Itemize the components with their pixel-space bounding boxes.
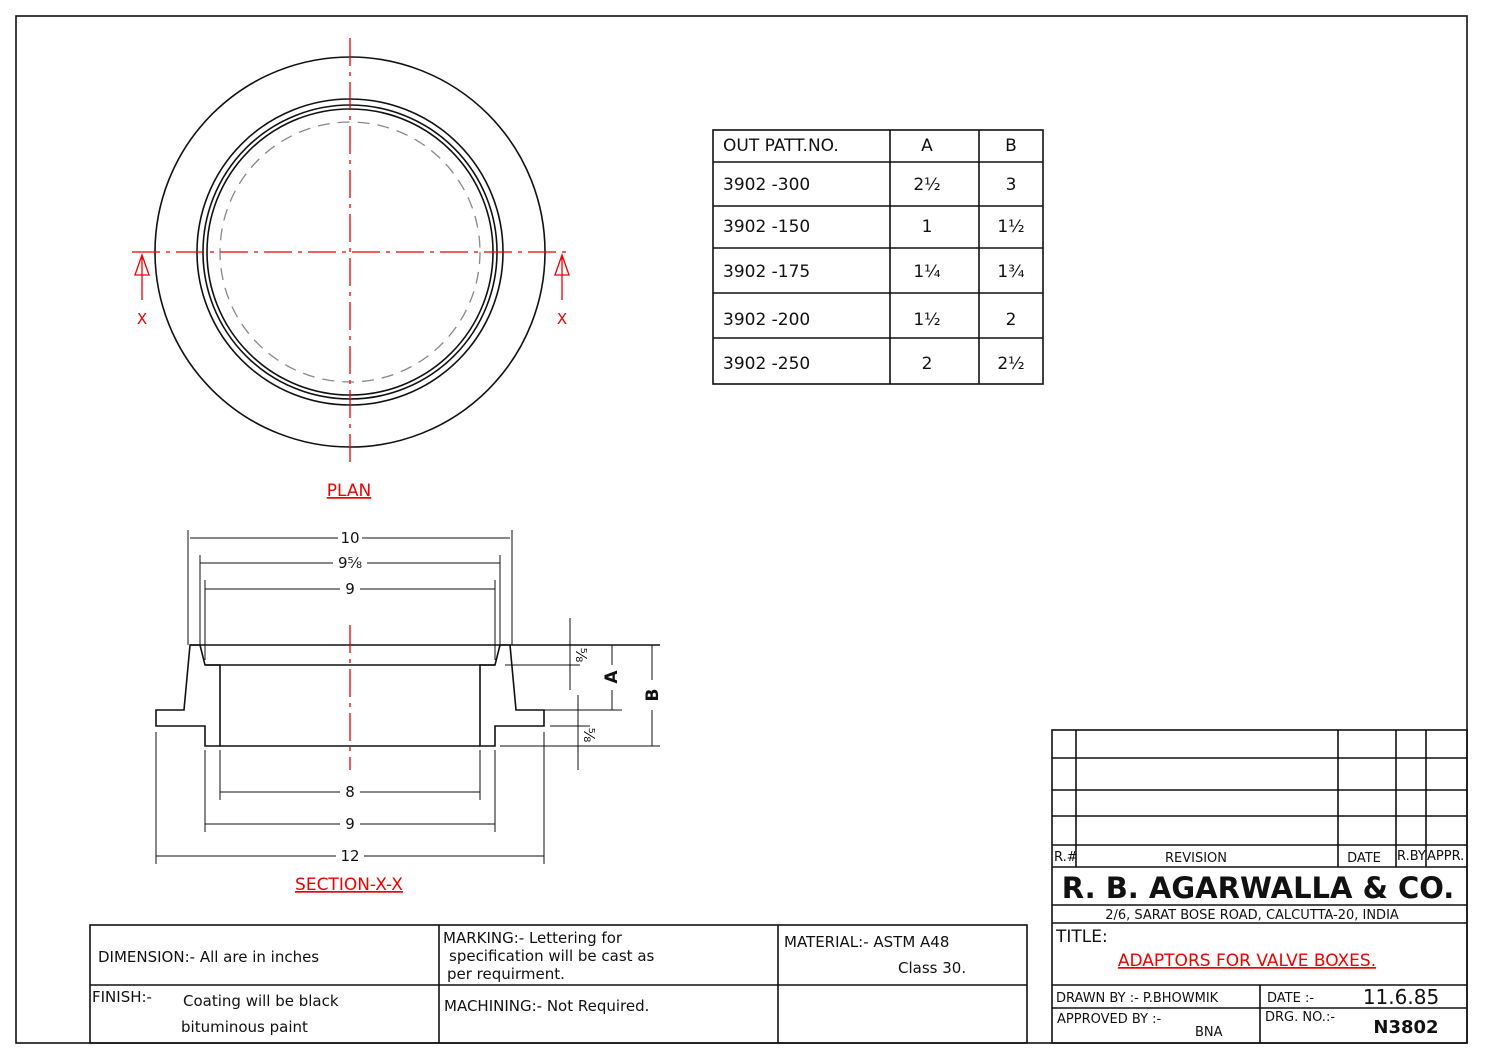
rev-header-date: DATE (1347, 851, 1381, 866)
title-block: R.# REVISION DATE R.BY APPR. R. B. AGARW… (1051, 729, 1468, 1044)
drawn-by: DRAWN BY :- P.BHOWMIK (1056, 991, 1219, 1006)
table-cell: 1¾ (997, 262, 1024, 282)
dim-9-5-8: 9⅝ (338, 554, 362, 572)
section-arrow-left (134, 253, 150, 300)
table-header: A (921, 136, 933, 156)
dim-8: 8 (345, 783, 355, 801)
approved-label: APPROVED BY :- (1057, 1012, 1162, 1027)
rev-header-num: R.# (1054, 850, 1078, 865)
notes-table: DIMENSION:- All are in inches MARKING:- … (89, 924, 1028, 1044)
note-dimension: DIMENSION:- All are in inches (98, 948, 319, 966)
table-cell: 1 (922, 217, 933, 237)
table-cell: 2 (922, 354, 933, 374)
note-finish: Coating will be black (183, 992, 339, 1010)
table-cell: 2½ (997, 354, 1024, 374)
plan-view: X X PLAN (132, 38, 570, 501)
dim-10: 10 (340, 529, 359, 547)
note-marking: specification will be cast as (449, 947, 655, 965)
table-row: 3902 -150 1 1½ (723, 217, 1025, 237)
note-finish-label: FINISH:- (92, 988, 152, 1006)
table-cell: 1½ (913, 310, 940, 330)
table-cell: 1¼ (913, 262, 940, 282)
table-cell: 3902 -150 (723, 217, 810, 237)
table-cell: 3902 -250 (723, 354, 810, 374)
drawing-number: N3802 (1373, 1017, 1438, 1038)
table-cell: 3902 -200 (723, 310, 810, 330)
date-label: DATE :- (1267, 991, 1314, 1006)
drawing-title: ADAPTORS FOR VALVE BOXES. (1118, 951, 1376, 971)
note-marking: per requirment. (447, 965, 565, 983)
section-view: 10 9⅝ 9 8 9 12 ⅝ ⅝ A B SECTION-X-X (155, 529, 663, 895)
section-label: SECTION-X-X (295, 875, 403, 895)
plan-label: PLAN (327, 481, 371, 501)
note-finish: bituminous paint (181, 1018, 308, 1036)
dim-top-thickness: ⅝ (572, 648, 590, 663)
table-cell: 3 (1006, 175, 1017, 195)
drawing-date: 11.6.85 (1363, 985, 1439, 1009)
dim-B: B (643, 689, 663, 702)
section-mark-right: X (557, 310, 567, 328)
table-row: 3902 -175 1¼ 1¾ (723, 262, 1025, 282)
drg-no-label: DRG. NO.:- (1265, 1010, 1335, 1025)
dim-12: 12 (340, 847, 359, 865)
table-header: B (1005, 136, 1017, 156)
pattern-table: OUT PATT.NO. A B 3902 -300 2½ 3 3902 -15… (712, 129, 1044, 385)
company-name: R. B. AGARWALLA & CO. (1062, 871, 1455, 905)
table-cell: 2½ (913, 175, 940, 195)
table-cell: 1½ (997, 217, 1024, 237)
table-cell: 3902 -300 (723, 175, 810, 195)
table-row: 3902 -200 1½ 2 (723, 310, 1016, 330)
section-mark-left: X (137, 310, 147, 328)
section-arrow-right (554, 253, 570, 300)
note-material: Class 30. (898, 959, 966, 977)
dim-flange-thickness: ⅝ (580, 728, 598, 743)
note-machining: MACHINING:- Not Required. (444, 997, 649, 1015)
rev-header-rby: R.BY (1397, 849, 1426, 864)
title-label: TITLE: (1055, 927, 1108, 947)
rev-header-revision: REVISION (1165, 851, 1227, 866)
company-address: 2/6, SARAT BOSE ROAD, CALCUTTA-20, INDIA (1105, 908, 1399, 923)
table-cell: 2 (1006, 310, 1017, 330)
approved-by: BNA (1195, 1025, 1223, 1040)
rev-header-appr: APPR. (1427, 849, 1464, 864)
dim-A: A (602, 670, 622, 684)
note-marking: MARKING:- Lettering for (443, 929, 623, 947)
dim-9-bottom: 9 (345, 815, 355, 833)
note-material: MATERIAL:- ASTM A48 (784, 933, 949, 951)
table-header: OUT PATT.NO. (723, 136, 839, 156)
table-cell: 3902 -175 (723, 262, 810, 282)
table-row: 3902 -300 2½ 3 (723, 175, 1016, 195)
table-row: 3902 -250 2 2½ (723, 354, 1025, 374)
dim-9-top: 9 (345, 580, 355, 598)
